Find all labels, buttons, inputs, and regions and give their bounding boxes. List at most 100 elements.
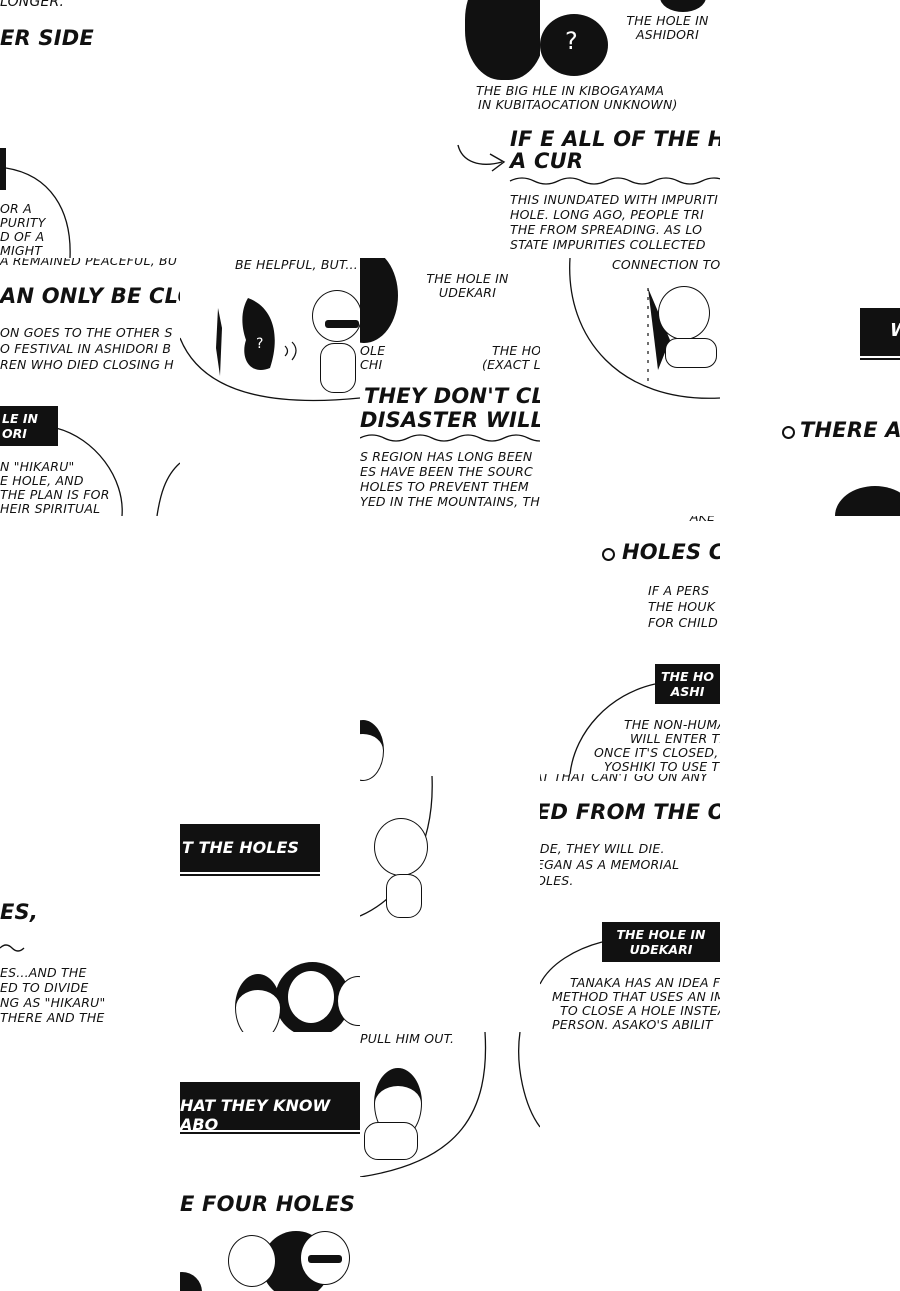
box-line: LE IN: [2, 411, 38, 426]
heading-text: HOLES CA: [622, 540, 720, 564]
hole-label: THE HOLE IN UDEKARI: [420, 271, 515, 301]
label-box: [0, 148, 6, 190]
body-text: EGAN AS A MEMORIAL: [540, 857, 680, 872]
character-body: [386, 874, 422, 918]
hole-label-line: ASHIDORI: [635, 27, 699, 43]
box-line: UDEKARI: [629, 942, 693, 957]
hole-label-line: UDEKARI: [438, 285, 497, 301]
caption-text: THE HO: [492, 343, 540, 358]
caption-part: IN KUBITA: [478, 97, 542, 112]
body-text: O FESTIVAL IN ASHIDORI B: [0, 341, 172, 356]
body-text: WILL ENTER TH: [630, 731, 720, 746]
character-group: [235, 962, 360, 1032]
body-text: HOLE. LONG AGO, PEOPLE TRI: [510, 207, 704, 222]
body-text: HOLES TO PREVENT THEM: [360, 479, 529, 494]
balloon-outline: [180, 298, 360, 402]
heading-text: THERE AR: [800, 418, 900, 442]
caption-text: THE BIG HLE IN KIBOGAYAMA: [476, 83, 665, 98]
character-body: [364, 1122, 418, 1160]
sunglasses-icon: [308, 1255, 342, 1263]
box-underline: [860, 358, 900, 360]
caption-text: OLE: [360, 343, 386, 358]
character-figure: [287, 970, 335, 1024]
section-title-box: HAT THEY KNOW ABO: [180, 1082, 360, 1134]
section-title-box: W: [860, 308, 900, 356]
section-title-box: T THE HOLES: [180, 824, 320, 872]
box-line: W: [890, 320, 900, 341]
balloon-outline: [55, 427, 180, 516]
body-text: THE HOUK: [648, 599, 716, 614]
heading-text: ED FROM THE OTH: [540, 800, 720, 824]
panel-tile-6: THE HOLE IN UDEKARI OLE CHI THE HO (EXAC…: [360, 258, 540, 516]
box-line: ASHI: [670, 684, 705, 699]
heading-text: ER SIDE: [0, 26, 94, 50]
body-text: ED TO DIVIDE: [0, 980, 89, 995]
body-text: REN WHO DIED CLOSING H: [0, 357, 174, 372]
balloon-outline: [5, 167, 71, 258]
body-text: TO CLOSE A HOLE INSTEA: [560, 1003, 720, 1018]
body-text: TANAKA HAS AN IDEA FO: [570, 975, 720, 990]
character-body: [320, 343, 356, 393]
hole-label: THE HOLE IN ASHIDORI: [620, 13, 715, 43]
caption-text: IN KUBITAOCATION UNKNOWN): [478, 97, 678, 112]
bullet-icon: [782, 426, 795, 439]
caption-text: OR A: [0, 201, 32, 216]
caption-text: LONGER.: [0, 0, 65, 10]
body-text: A REMAINED PEACEFUL, BU: [0, 258, 178, 268]
body-text: ES HAVE BEEN THE SOURC: [360, 464, 533, 479]
character-figure: [312, 290, 360, 342]
panel-tile-5: BE HELPFUL, BUT... ?: [180, 258, 360, 516]
wavy-divider: [360, 434, 540, 442]
body-text: METHOD THAT USES AN IM: [552, 989, 720, 1004]
box-line: THE HOLE IN: [616, 927, 706, 942]
wavy-divider: [0, 944, 25, 952]
panel-tile-1: LONGER. ER SIDE OR A PURITY D OF A MIGHT: [0, 0, 180, 258]
hole-blob: [180, 1272, 202, 1291]
box-underline: [180, 1132, 360, 1134]
body-text: THE NON-HUMA: [624, 717, 720, 732]
caption-text: (EXACT L: [482, 357, 540, 372]
hole-blob: [540, 14, 608, 76]
hole-blob: [465, 0, 545, 80]
body-text: THIS INUNDATED WITH IMPURITI: [510, 192, 719, 207]
hole-label-line: THE HOLE IN: [626, 13, 709, 28]
body-text: N "HIKARU": [0, 459, 75, 474]
balloon-outline: [360, 775, 433, 917]
body-text: HEIR SPIRITUAL: [0, 501, 101, 516]
body-text: YOSHIKI TO USE T: [604, 759, 720, 774]
bullet-icon: [602, 548, 615, 561]
caption-text: D OF A: [0, 229, 45, 244]
box-underline: [180, 874, 320, 876]
panel-tile-4: A REMAINED PEACEFUL, BU AN ONLY BE CLOSE…: [0, 258, 180, 516]
body-text: OLES.: [540, 873, 574, 888]
panel-tile-12a: [360, 716, 540, 1032]
panel-tile-9: AKE HOLES CA IF A PERS THE HOUK FOR CHIL…: [540, 516, 720, 774]
box-line: ORI: [2, 426, 27, 441]
character-figure: [235, 974, 281, 1032]
body-text: IF A PERS: [648, 583, 710, 598]
panel-tile-8: W THERE AR: [720, 258, 900, 516]
body-text: FOR CHILD: [648, 615, 718, 630]
balloon-outline: [360, 1032, 540, 1177]
balloon-outline: [569, 258, 720, 399]
caption-text: PULL HIM OUT.: [360, 1032, 455, 1046]
body-text: THE PLAN IS FOR: [0, 487, 110, 502]
balloon-outline: [540, 941, 603, 985]
heading-text: A CUR: [510, 149, 584, 173]
panel-tile-2: ? THE HOLE IN ASHIDORI THE BIG HLE IN KI…: [460, 0, 720, 125]
caption-text: MIGHT: [0, 243, 43, 258]
caption-part: OCATION UNKNOWN): [541, 97, 678, 112]
panel-tile-7: CONNECTION TO: [540, 258, 720, 516]
character-figure: [228, 1235, 276, 1287]
body-text: THE FROM SPREADING. AS LO: [510, 222, 703, 237]
body-text: E HOLE, AND: [0, 473, 84, 488]
heading-text: IF E ALL OF THE HOL: [510, 127, 720, 151]
character-group: [220, 1227, 360, 1291]
character-figure: [658, 286, 710, 340]
heading-text: AN ONLY BE CLOSE: [0, 284, 180, 308]
hole-blob: [360, 258, 398, 343]
body-text: ES...AND THE: [0, 965, 87, 980]
box-line: THE HO: [661, 669, 714, 684]
character-body: [665, 338, 717, 368]
heading-text: THEY DON'T CLOS: [364, 384, 540, 408]
